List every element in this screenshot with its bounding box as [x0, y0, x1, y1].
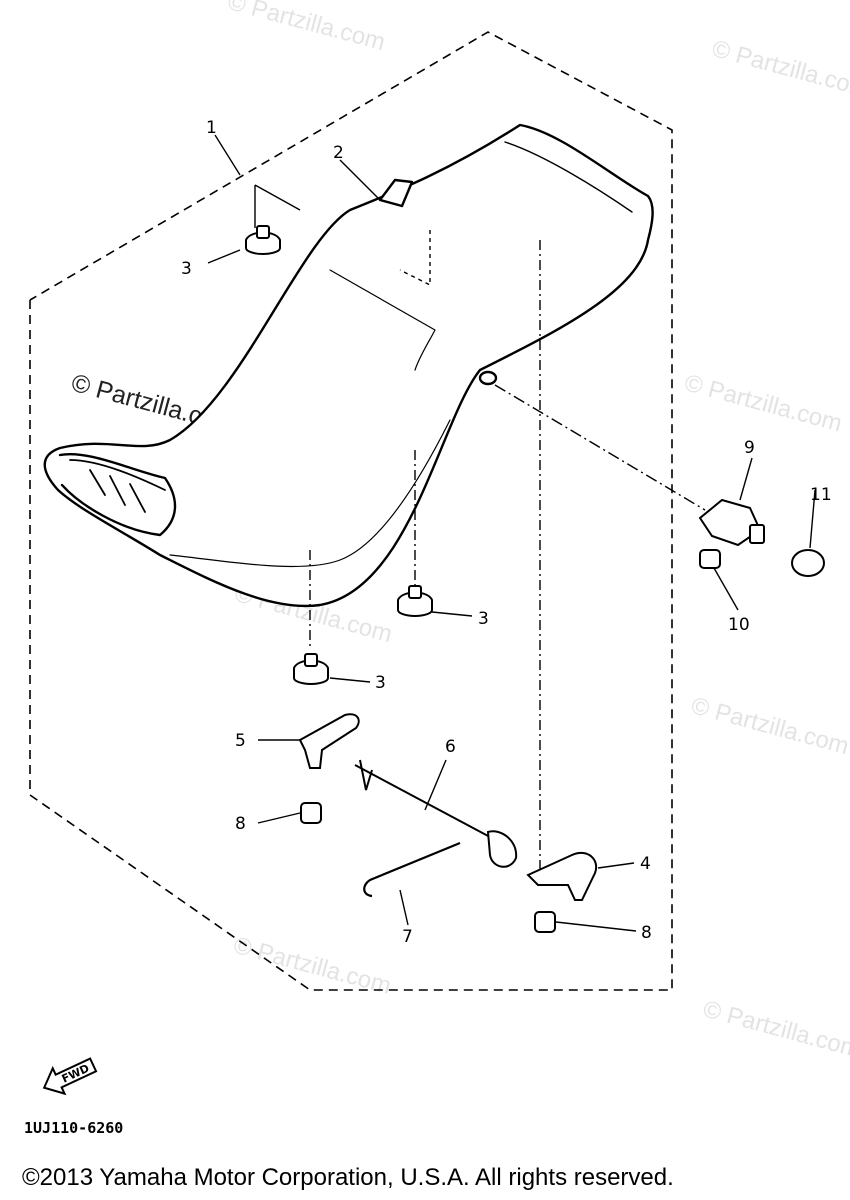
callout-9: 9 — [744, 438, 755, 458]
hook-part — [363, 841, 461, 898]
bracket-front — [298, 713, 360, 769]
callout-8a: 8 — [235, 814, 246, 834]
callout-2: 2 — [333, 143, 344, 163]
callout-3a: 3 — [181, 259, 192, 279]
watermark: © Partzilla.com — [682, 369, 845, 437]
callouts: 1 2 3 3 3 4 5 6 7 8 8 9 10 11 — [181, 118, 832, 947]
callout-3c: 3 — [375, 673, 386, 693]
watermark: © Partzilla.com — [225, 0, 388, 56]
damper-parts — [245, 225, 433, 685]
callout-10: 10 — [728, 615, 750, 635]
damper-lower — [293, 653, 329, 685]
callout-4: 4 — [640, 854, 651, 874]
callout-11: 11 — [810, 485, 832, 505]
callout-3b: 3 — [478, 609, 489, 629]
callout-1: 1 — [206, 118, 217, 138]
callout-5: 5 — [235, 731, 246, 751]
leader-lines — [207, 134, 816, 932]
reference-code: 1UJ110-6260 — [24, 1119, 123, 1137]
lock-rod — [354, 759, 518, 868]
watermark: © Partzilla.com — [700, 996, 850, 1064]
callout-7: 7 — [402, 927, 413, 947]
bracket-rear — [526, 852, 598, 901]
watermark: © Partzilla.com — [709, 35, 850, 103]
watermark: © Partzilla.com — [688, 692, 850, 760]
lock-parts — [698, 498, 825, 577]
damper-upper — [245, 225, 281, 255]
forward-arrow-icon: FWD — [42, 1057, 98, 1096]
copyright-notice: ©2013 Yamaha Motor Corporation, U.S.A. A… — [22, 1164, 674, 1191]
callout-6: 6 — [445, 737, 456, 757]
nut-parts — [300, 802, 556, 933]
assembly-boundary — [29, 31, 673, 991]
seat-assembly — [43, 123, 654, 608]
watermark-layer: © Partzilla.com © Partzilla.com © Partzi… — [225, 0, 850, 1064]
callout-8b: 8 — [641, 923, 652, 943]
watermark: © Partzilla.com — [231, 932, 394, 1000]
damper-mid — [397, 585, 433, 617]
